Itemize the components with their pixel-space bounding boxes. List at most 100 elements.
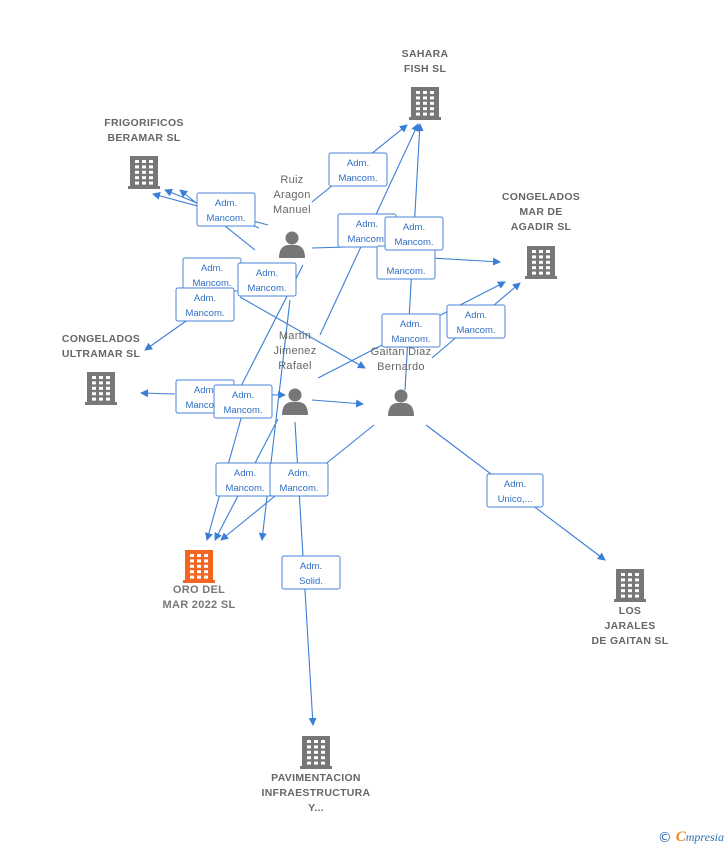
person-label: Gaitan Diaz — [371, 346, 432, 358]
building-icon — [85, 372, 117, 405]
company-node-sahara[interactable]: SAHARA FISH SL — [402, 48, 449, 120]
company-label: JARALES — [604, 620, 655, 632]
relation-label-text: Mancom. — [225, 483, 264, 494]
relation-label-text: Adm. — [234, 468, 256, 479]
building-icon — [525, 246, 557, 279]
relation-edge — [140, 389, 176, 398]
company-node-agadir[interactable]: CONGELADOS MAR DE AGADIR SL — [502, 191, 580, 279]
relation-label-text: Adm. — [256, 268, 278, 279]
company-node-frigorificos[interactable]: FRIGORIFICOS BERAMAR SL — [104, 117, 183, 189]
relation-edge — [317, 424, 375, 471]
building-icon — [128, 156, 160, 189]
company-label: CONGELADOS — [62, 333, 140, 345]
relation-label-r9[interactable]: Adm. Mancom. — [446, 304, 506, 339]
copyright-icon: © — [657, 829, 672, 846]
relation-label-text: Mancom. — [185, 308, 224, 319]
company-label: MAR 2022 SL — [163, 599, 236, 611]
relation-label-r1[interactable]: Adm.Mancom. — [328, 152, 388, 187]
relation-label-text: Unico,... — [498, 494, 533, 505]
relation-label-text: Mancom. — [192, 278, 231, 289]
person-label: Aragon — [273, 189, 310, 201]
company-label: MAR DE — [519, 206, 562, 218]
relation-edge — [258, 299, 291, 541]
person-label: Ruiz — [280, 174, 303, 186]
relation-label-text: Adm. — [300, 561, 322, 572]
company-label: FRIGORIFICOS — [104, 117, 183, 129]
company-label: LOS — [619, 605, 642, 617]
relation-label-text: Adm. — [347, 158, 369, 169]
building-icon — [300, 736, 332, 769]
company-label: BERAMAR SL — [108, 132, 181, 144]
relation-label-r7[interactable]: Adm. Mancom. — [237, 262, 297, 297]
company-node-jarales[interactable]: LOS JARALES DE GAITAN SL — [592, 569, 669, 647]
relation-label-text: Mancom. — [456, 325, 495, 336]
company-node-pavimentacion[interactable]: PAVIMENTACION INFRAESTRUCTURA Y... — [262, 736, 371, 814]
relation-label-r10[interactable]: Adm. Mancom. — [381, 313, 441, 348]
relation-label-text: Adm. — [288, 468, 310, 479]
relation-label-r17[interactable]: Adm. Unico,... — [486, 473, 544, 508]
relation-label-r14[interactable]: Adm. Mancom. — [215, 462, 275, 497]
nodes-layer: SAHARA FISH SL FRIGORIFICOS BERAMAR SL CONGE… — [62, 48, 669, 814]
relation-label-r5[interactable]: Mancom. — [376, 245, 436, 280]
company-label: Y... — [308, 802, 324, 814]
relation-label-text: Adm. — [194, 293, 216, 304]
company-label: FISH SL — [404, 63, 447, 75]
relation-label-text: Mancom. — [347, 234, 386, 245]
relation-label-text: Mancom. — [391, 334, 430, 345]
relation-label-text: Adm. — [215, 198, 237, 209]
relation-label-text: Adm. — [232, 390, 254, 401]
building-icon — [183, 550, 215, 583]
company-label: SAHARA — [402, 48, 449, 60]
company-label: ULTRAMAR SL — [62, 348, 141, 360]
relation-labels-layer: AdmMancAdm.Mancom.Adm.Mancom.Adm.Mancom.… — [175, 152, 544, 590]
person-label: Martin — [279, 330, 311, 342]
relation-label-text: Mancom. — [223, 405, 262, 416]
company-label: CONGELADOS — [502, 191, 580, 203]
relation-label-text: Mancom. — [386, 266, 425, 277]
relation-label-r6[interactable]: Adm. Mancom. — [182, 257, 242, 292]
person-label: Rafael — [278, 360, 312, 372]
relation-label-text: Adm. — [201, 263, 223, 274]
relation-label-text: Mancom. — [185, 400, 224, 411]
person-label: Bernardo — [377, 361, 425, 373]
relation-label-r13[interactable]: Adm. Mancom. — [213, 384, 273, 419]
person-icon — [279, 231, 305, 258]
relation-label-text: Mancom. — [247, 283, 286, 294]
building-icon — [409, 87, 441, 120]
company-label: PAVIMENTACION — [271, 772, 361, 784]
company-label: INFRAESTRUCTURA — [262, 787, 371, 799]
relation-label-text: Adm. — [403, 222, 425, 233]
relation-label-r4[interactable]: Adm. Mancom. — [384, 216, 444, 251]
relation-label-r15[interactable]: Adm. Mancom. — [269, 462, 329, 497]
relation-label-r8[interactable]: Adm. Mancom. — [175, 287, 235, 322]
relation-label-text: Mancom. — [394, 237, 433, 248]
relation-label-text: Adm. — [400, 319, 422, 330]
relation-edge — [220, 491, 281, 541]
relation-label-text: Adm. — [194, 385, 216, 396]
relation-label-text: Mancom. — [206, 213, 245, 224]
relation-label-text: Adm. — [504, 479, 526, 490]
building-icon — [614, 569, 646, 602]
person-label: Jimenez — [273, 345, 316, 357]
person-icon — [388, 389, 414, 416]
person-icon — [282, 388, 308, 415]
company-label: DE GAITAN SL — [592, 635, 669, 647]
footer-watermark: © Cmpresia — [658, 829, 724, 846]
brand-logo: Cmpresia — [675, 829, 724, 845]
relation-label-text: Adm. — [465, 310, 487, 321]
relation-label-text: Adm. — [356, 219, 378, 230]
relation-label-r2[interactable]: Adm. Mancom. — [196, 192, 256, 227]
person-label: Manuel — [273, 204, 311, 216]
relation-label-text: Mancom. — [279, 483, 318, 494]
relation-label-text: Solid. — [299, 576, 323, 587]
relation-edge — [239, 296, 366, 369]
relation-label-r16[interactable]: Adm. Solid. — [281, 555, 341, 590]
relation-edge — [311, 399, 364, 408]
company-node-ultramar[interactable]: CONGELADOS ULTRAMAR SL — [62, 333, 141, 405]
company-label: AGADIR SL — [511, 221, 572, 233]
